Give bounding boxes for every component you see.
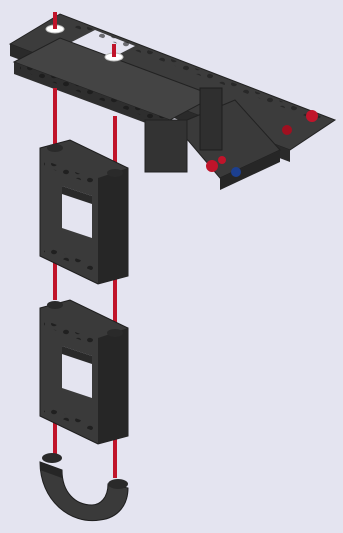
blue-pin-icon bbox=[231, 167, 241, 177]
square-frame-lower bbox=[40, 300, 128, 444]
square-frame-upper bbox=[40, 140, 128, 284]
